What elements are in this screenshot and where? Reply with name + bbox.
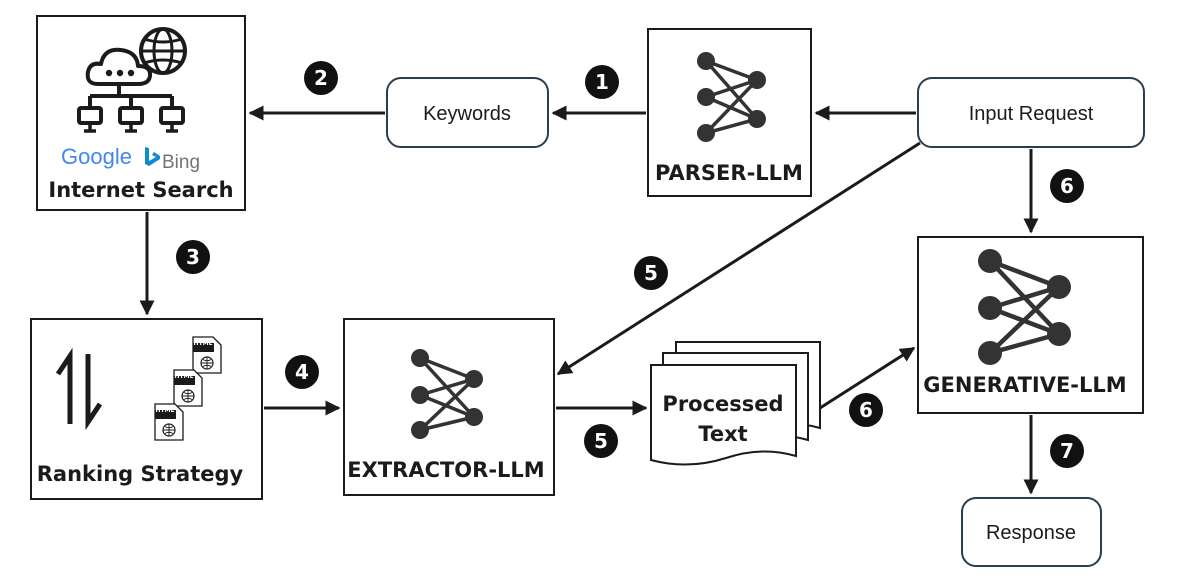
- input-request-node: Input Request: [917, 77, 1145, 148]
- arrow-input-to-extractor: [556, 141, 921, 376]
- response-label: Response: [986, 522, 1076, 544]
- extractor-llm-label: EXTRACTOR-LLM: [347, 458, 544, 482]
- generative-llm-label: GENERATIVE-LLM: [923, 373, 1126, 397]
- svg-text:5: 5: [594, 429, 608, 453]
- svg-text:HTML: HTML: [156, 407, 175, 414]
- step-badge-4: 4: [285, 355, 319, 389]
- generative-llm-node: GENERATIVE-LLM: [917, 236, 1144, 414]
- svg-text:7: 7: [1060, 439, 1074, 463]
- step-badge-6-lower: 6: [849, 393, 883, 427]
- globe-icon: [139, 27, 187, 75]
- step-badge-5-lower: 5: [584, 424, 618, 458]
- svg-text:6: 6: [859, 398, 873, 422]
- internet-search-node: Google Bing Internet Search: [36, 15, 246, 211]
- step-badge-1: 1: [585, 65, 619, 99]
- extractor-llm-node: EXTRACTOR-LLM: [343, 318, 555, 496]
- svg-text:3: 3: [186, 245, 200, 269]
- step-badges: 1 2 3 4 5 5 6 6: [176, 61, 1084, 468]
- step-badge-2: 2: [304, 61, 338, 95]
- parser-llm-label: PARSER-LLM: [655, 161, 803, 185]
- cloud-network-icon: [77, 47, 185, 133]
- keywords-node: Keywords: [386, 77, 549, 148]
- ranking-strategy-node: HTML HTML HTML Ranking Strategy: [30, 318, 263, 500]
- processed-text-line1: Processed: [662, 392, 783, 416]
- svg-text:5: 5: [644, 261, 658, 285]
- svg-text:4: 4: [295, 360, 309, 384]
- step-badge-3: 3: [176, 240, 210, 274]
- response-node: Response: [961, 497, 1102, 567]
- processed-text-line2: Text: [698, 422, 747, 446]
- neural-network-icon: [411, 349, 483, 439]
- step-badge-7: 7: [1050, 434, 1084, 468]
- keywords-label: Keywords: [423, 103, 511, 125]
- step-badge-5-upper: 5: [634, 256, 668, 290]
- processed-text-node: Processed Text: [650, 341, 821, 466]
- google-logo: Google: [61, 144, 132, 169]
- html-document-icon: HTML HTML HTML: [154, 336, 222, 441]
- internet-search-label: Internet Search: [48, 178, 233, 202]
- bing-logo-icon: [145, 147, 160, 166]
- parser-llm-node: PARSER-LLM: [647, 28, 812, 197]
- svg-text:HTML: HTML: [194, 340, 213, 347]
- connections: [139, 105, 1039, 495]
- neural-network-icon: [978, 249, 1071, 365]
- step-badge-6-upper: 6: [1050, 169, 1084, 203]
- neural-network-icon: [697, 52, 766, 142]
- svg-text:2: 2: [314, 66, 328, 90]
- svg-text:HTML: HTML: [175, 373, 194, 380]
- svg-text:1: 1: [595, 70, 609, 94]
- arrow-processed-to-generative: [819, 346, 916, 410]
- bing-logo-text: Bing: [162, 152, 200, 173]
- ranking-strategy-label: Ranking Strategy: [37, 462, 244, 486]
- svg-text:6: 6: [1060, 174, 1074, 198]
- input-request-label: Input Request: [969, 103, 1094, 125]
- sort-arrows-icon: [55, 347, 103, 431]
